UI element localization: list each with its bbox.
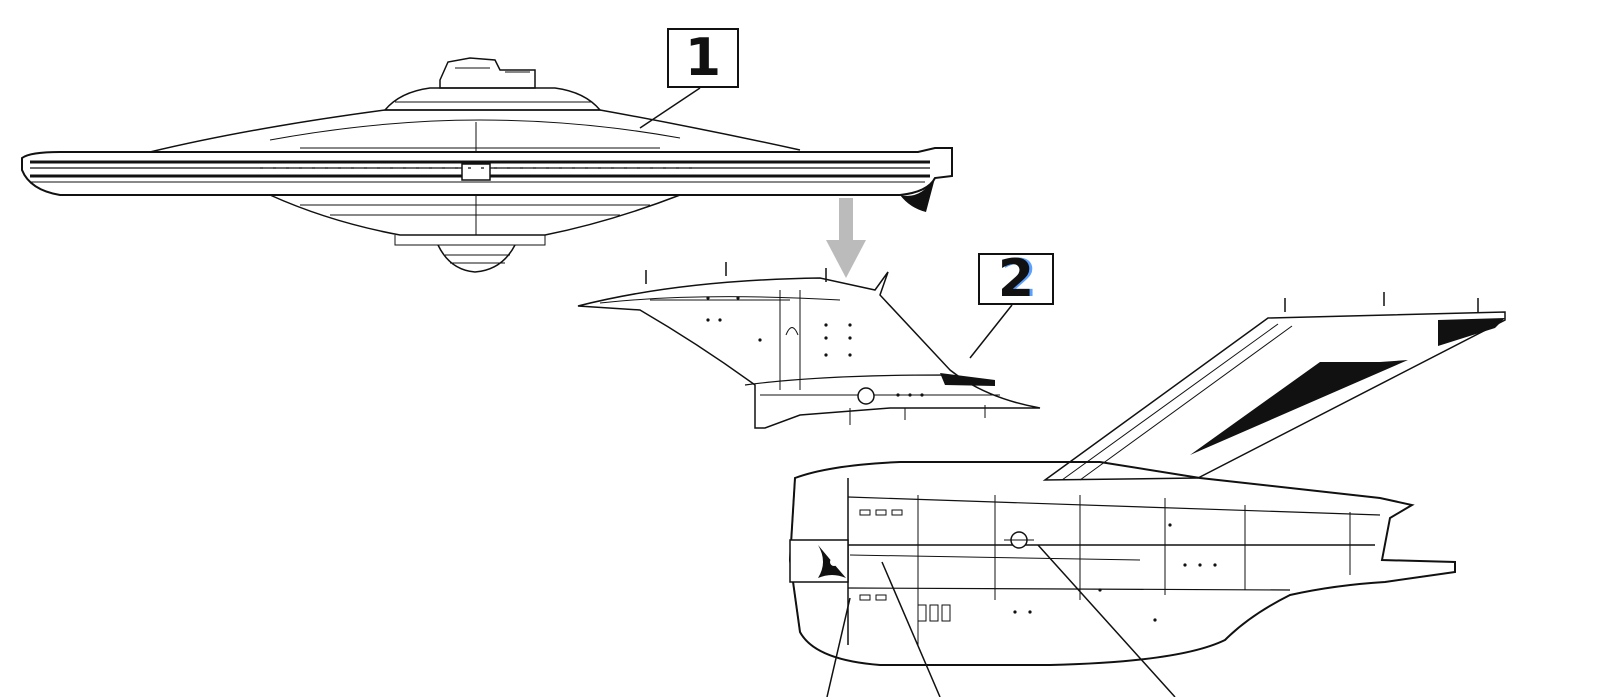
step-2-number: 2 xyxy=(997,249,1035,309)
callout-leaders xyxy=(826,544,1176,697)
secondary-hull xyxy=(788,292,1506,666)
saucer-section xyxy=(21,57,953,273)
down-arrow-icon xyxy=(826,198,866,278)
delta-insignia-icon xyxy=(818,545,846,578)
leader-line-2 xyxy=(969,304,1013,359)
leader-line-1 xyxy=(639,87,701,129)
step-2-label: 2 xyxy=(978,249,1054,309)
neck-section xyxy=(577,262,1041,429)
step-1-number: 1 xyxy=(684,28,722,88)
step-1-label: 1 xyxy=(667,28,739,88)
